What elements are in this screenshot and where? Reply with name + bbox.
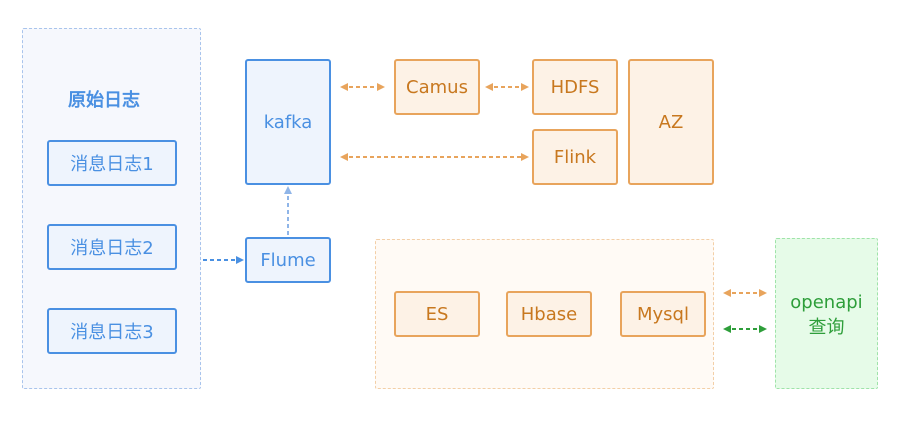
kafka-node: kafka <box>245 59 331 185</box>
camus-label: Camus <box>406 76 468 98</box>
openapi-query-label: openapi 查询 <box>775 290 878 340</box>
message-log-3: 消息日志3 <box>47 308 177 354</box>
hdfs-node: HDFS <box>532 59 618 115</box>
flume-label: Flume <box>260 249 316 271</box>
es-node: ES <box>394 291 480 337</box>
openapi-label: openapi <box>790 292 863 313</box>
kafka-label: kafka <box>263 111 313 133</box>
message-log-2: 消息日志2 <box>47 224 177 270</box>
az-label: AZ <box>658 111 684 133</box>
es-label: ES <box>425 303 449 325</box>
hdfs-label: HDFS <box>550 76 600 98</box>
openapi-query-panel <box>775 238 878 389</box>
hbase-label: Hbase <box>520 303 578 325</box>
hbase-node: Hbase <box>506 291 592 337</box>
camus-node: Camus <box>394 59 480 115</box>
raw-logs-title: 原始日志 <box>68 90 140 111</box>
mysql-label: Mysql <box>637 303 689 325</box>
az-node: AZ <box>628 59 714 185</box>
message-log-2-label: 消息日志2 <box>70 238 154 259</box>
query-label: 查询 <box>808 317 845 338</box>
message-log-1-label: 消息日志1 <box>70 154 154 175</box>
message-log-1: 消息日志1 <box>47 140 177 186</box>
mysql-node: Mysql <box>620 291 706 337</box>
flink-node: Flink <box>532 129 618 185</box>
message-log-3-label: 消息日志3 <box>70 322 154 343</box>
flink-label: Flink <box>553 146 597 168</box>
flume-node: Flume <box>245 237 331 283</box>
